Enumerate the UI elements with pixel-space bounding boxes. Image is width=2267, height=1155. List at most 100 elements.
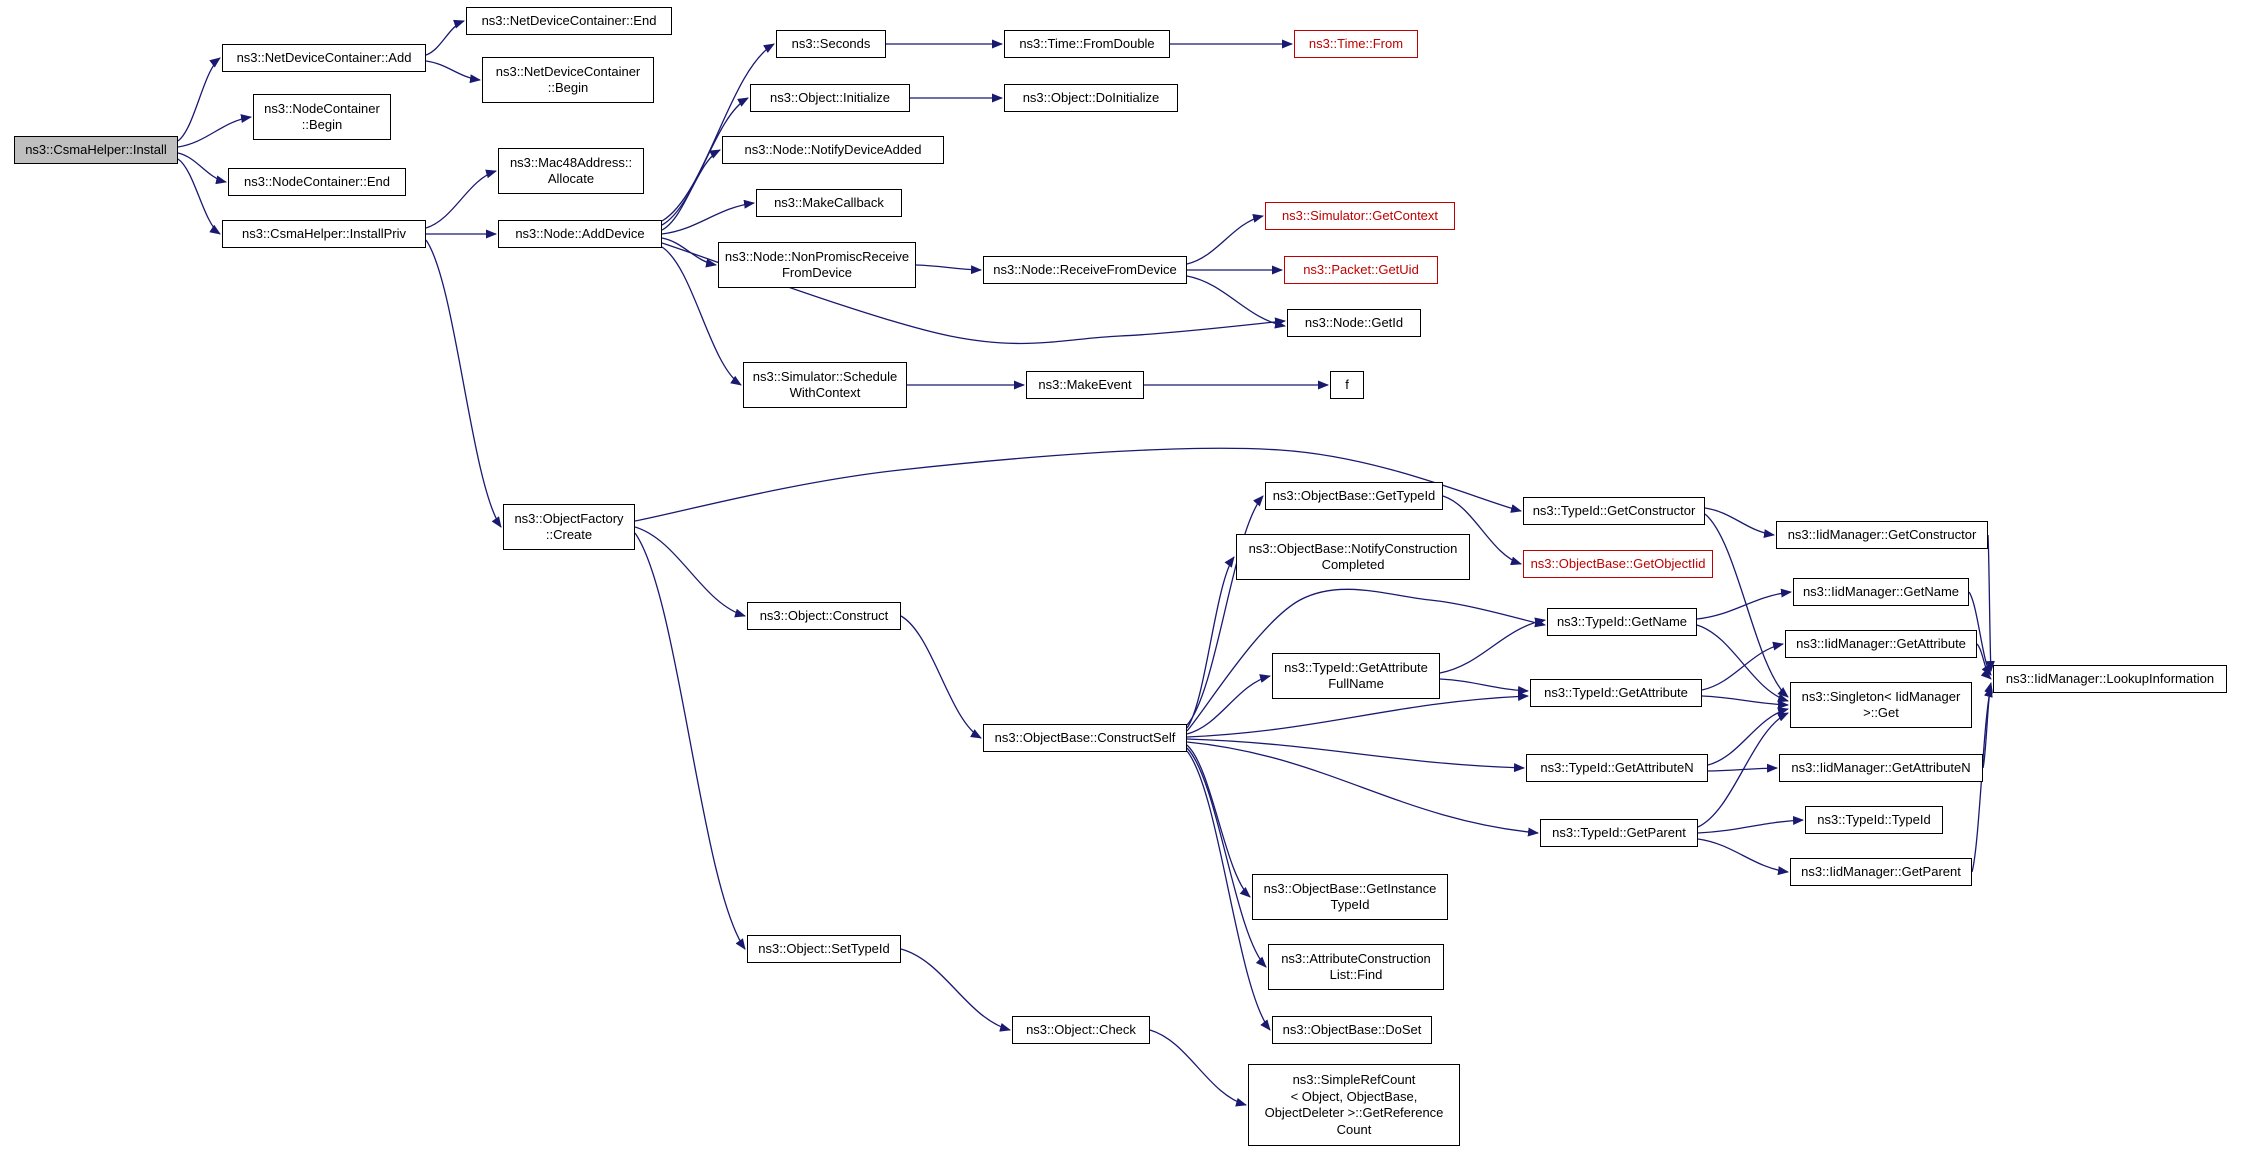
node-install[interactable]: ns3::CsmaHelper::Install bbox=[14, 136, 178, 164]
node-label: ns3::Object::Construct bbox=[759, 607, 889, 623]
node-label: ns3::NetDeviceContainer::Add bbox=[236, 49, 412, 65]
node-objInit[interactable]: ns3::Object::Initialize bbox=[750, 84, 910, 112]
edge-ndcAdd-ndcBegin bbox=[425, 60, 481, 84]
node-makeCallback[interactable]: ns3::MakeCallback bbox=[756, 189, 902, 217]
node-label: ns3::CsmaHelper::Install bbox=[25, 141, 167, 157]
node-label: ns3::Node::NotifyDeviceAdded bbox=[744, 141, 922, 157]
node-recvFromDev[interactable]: ns3::Node::ReceiveFromDevice bbox=[983, 256, 1187, 284]
node-tidGetAttrN[interactable]: ns3::TypeId::GetAttributeN bbox=[1526, 754, 1708, 782]
node-tidGetName[interactable]: ns3::TypeId::GetName bbox=[1547, 608, 1697, 636]
node-getId[interactable]: ns3::Node::GetId bbox=[1287, 309, 1421, 337]
node-label: ns3::IidManager::GetConstructor bbox=[1787, 526, 1977, 542]
edge-recvFromDev-getContext bbox=[1186, 213, 1264, 265]
node-tidGetAttr[interactable]: ns3::TypeId::GetAttribute bbox=[1530, 679, 1702, 707]
node-singletonGet[interactable]: ns3::Singleton< IidManager>::Get bbox=[1790, 682, 1972, 728]
node-label: FullName bbox=[1328, 676, 1384, 691]
node-tidGetParent[interactable]: ns3::TypeId::GetParent bbox=[1540, 819, 1698, 847]
edge-constructSelf-notifyConstr bbox=[1186, 556, 1235, 729]
node-ndcAdd[interactable]: ns3::NetDeviceContainer::Add bbox=[222, 44, 426, 72]
node-ndcEnd[interactable]: ns3::NetDeviceContainer::End bbox=[466, 7, 672, 35]
node-label: ns3::IidManager::GetParent bbox=[1801, 863, 1961, 879]
node-label: Count bbox=[1336, 1121, 1372, 1137]
node-label: Completed bbox=[1321, 557, 1385, 572]
node-timeFrom[interactable]: ns3::Time::From bbox=[1294, 30, 1418, 58]
node-ncEnd[interactable]: ns3::NodeContainer::End bbox=[228, 168, 406, 196]
node-iidGetParent[interactable]: ns3::IidManager::GetParent bbox=[1790, 858, 1972, 886]
node-label: ns3::TypeId::GetName bbox=[1556, 613, 1688, 629]
node-refCount[interactable]: ns3::SimpleRefCount< Object, ObjectBase,… bbox=[1248, 1064, 1460, 1146]
node-makeEvent[interactable]: ns3::MakeEvent bbox=[1026, 371, 1144, 399]
node-label: WithContext bbox=[789, 385, 861, 400]
edge-constructSelf-tidGetAttr bbox=[1186, 691, 1529, 738]
node-label: ns3::Node::GetId bbox=[1304, 314, 1404, 330]
edge-installPriv-factoryCreate bbox=[425, 239, 502, 528]
node-getUid[interactable]: ns3::Packet::GetUid bbox=[1284, 256, 1438, 284]
node-label: ns3::Singleton< IidManager bbox=[1801, 688, 1961, 704]
node-obGetTypeId[interactable]: ns3::ObjectBase::GetTypeId bbox=[1265, 482, 1443, 510]
node-objCheck[interactable]: ns3::Object::Check bbox=[1012, 1016, 1150, 1044]
node-tidGetCtor[interactable]: ns3::TypeId::GetConstructor bbox=[1523, 497, 1705, 525]
node-addDevice[interactable]: ns3::Node::AddDevice bbox=[498, 220, 662, 248]
node-getContext[interactable]: ns3::Simulator::GetContext bbox=[1265, 202, 1455, 230]
node-objConstruct[interactable]: ns3::Object::Construct bbox=[747, 602, 901, 630]
node-setTypeId[interactable]: ns3::Object::SetTypeId bbox=[747, 935, 901, 963]
node-label: ns3::ObjectBase::ConstructSelf bbox=[994, 729, 1176, 745]
edge-iidGetAttr-lookupInfo bbox=[1976, 643, 1992, 680]
node-label: ns3::Simulator::Schedule bbox=[752, 368, 898, 384]
node-label: ns3::IidManager::GetName bbox=[1802, 583, 1960, 599]
node-label: ns3::IidManager::GetAttribute bbox=[1796, 635, 1966, 651]
node-iidGetName[interactable]: ns3::IidManager::GetName bbox=[1793, 578, 1969, 606]
node-label: ns3::Object::Initialize bbox=[770, 89, 890, 105]
edge-install-ncEnd bbox=[177, 152, 227, 185]
node-iidGetAttrN[interactable]: ns3::IidManager::GetAttributeN bbox=[1779, 754, 1983, 782]
node-ndcBegin[interactable]: ns3::NetDeviceContainer::Begin bbox=[482, 57, 654, 103]
node-fromDouble[interactable]: ns3::Time::FromDouble bbox=[1004, 30, 1170, 58]
node-iidGetCtor[interactable]: ns3::IidManager::GetConstructor bbox=[1776, 521, 1988, 549]
node-label: List::Find bbox=[1329, 967, 1383, 982]
node-label: ns3::Packet::GetUid bbox=[1303, 261, 1419, 277]
node-label: ns3::Object::DoInitialize bbox=[1022, 89, 1160, 105]
edge-tidGetCtor-iidGetCtor bbox=[1704, 507, 1775, 539]
node-label: ns3::TypeId::GetConstructor bbox=[1532, 502, 1696, 518]
edge-tidGetName-singletonGet bbox=[1696, 624, 1789, 703]
edge-addDevice-objInit bbox=[661, 97, 749, 226]
node-getObjectIid[interactable]: ns3::ObjectBase::GetObjectIid bbox=[1523, 550, 1713, 578]
node-label: ::Create bbox=[545, 527, 593, 542]
edge-tidGetAttrFull-tidGetName bbox=[1439, 617, 1546, 674]
node-macAlloc[interactable]: ns3::Mac48Address::Allocate bbox=[498, 148, 644, 194]
edge-addDevice-schedCtx bbox=[661, 246, 742, 386]
node-f[interactable]: f bbox=[1330, 371, 1364, 399]
edge-factoryCreate-setTypeId bbox=[634, 532, 746, 950]
node-iidGetAttr[interactable]: ns3::IidManager::GetAttribute bbox=[1785, 630, 1977, 658]
node-tidTypeId[interactable]: ns3::TypeId::TypeId bbox=[1805, 806, 1943, 834]
node-lookupInfo[interactable]: ns3::IidManager::LookupInformation bbox=[1993, 665, 2227, 693]
edge-factoryCreate-objConstruct bbox=[634, 526, 746, 618]
node-label: >::Get bbox=[1863, 705, 1899, 720]
node-seconds[interactable]: ns3::Seconds bbox=[776, 30, 886, 58]
edge-tidGetAttrN-singletonGet bbox=[1707, 707, 1789, 766]
node-ncBegin[interactable]: ns3::NodeContainer::Begin bbox=[253, 94, 391, 140]
node-constructSelf[interactable]: ns3::ObjectBase::ConstructSelf bbox=[983, 724, 1187, 752]
node-installPriv[interactable]: ns3::CsmaHelper::InstallPriv bbox=[222, 220, 426, 248]
node-label: ns3::ObjectBase::GetObjectIid bbox=[1530, 555, 1706, 571]
edge-tidGetParent-tidTypeId bbox=[1697, 815, 1804, 834]
node-factoryCreate[interactable]: ns3::ObjectFactory::Create bbox=[503, 504, 635, 550]
node-label: ns3::SimpleRefCount bbox=[1292, 1072, 1416, 1087]
edge-addDevice-makeCallback bbox=[661, 199, 755, 235]
node-notifyDevAdded[interactable]: ns3::Node::NotifyDeviceAdded bbox=[722, 136, 944, 164]
node-label: ns3::Object::SetTypeId bbox=[758, 940, 890, 956]
node-label: ns3::Mac48Address:: bbox=[509, 154, 633, 170]
edge-constructSelf-getInstTid bbox=[1186, 744, 1251, 898]
node-doSet[interactable]: ns3::ObjectBase::DoSet bbox=[1272, 1016, 1432, 1044]
edge-obGetTypeId-getObjectIid bbox=[1442, 495, 1522, 566]
edge-setTypeId-objCheck bbox=[900, 948, 1011, 1032]
node-doInit[interactable]: ns3::Object::DoInitialize bbox=[1004, 84, 1178, 112]
node-label: ns3::TypeId::GetAttributeN bbox=[1540, 759, 1694, 775]
